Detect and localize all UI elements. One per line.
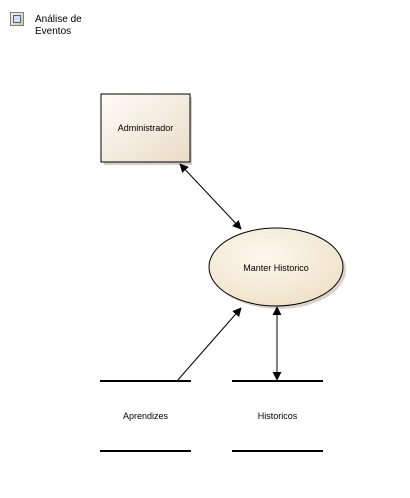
entity-box — [100, 93, 191, 163]
process-label: Manter Historico — [243, 263, 309, 273]
datastore-historicos[interactable]: Historicos — [232, 380, 323, 452]
datastore-aprendizes[interactable]: Aprendizes — [100, 380, 191, 452]
diagram-glyph — [13, 15, 21, 23]
datastore-label: Historicos — [258, 411, 298, 421]
flow-administrador-manter-historico[interactable] — [179, 163, 242, 230]
diagram-icon[interactable] — [10, 12, 24, 26]
diagram-title: Análise de Eventos — [35, 14, 82, 37]
process-manter-historico[interactable]: Manter Historico — [208, 227, 346, 309]
diagram-header: Análise de Eventos — [10, 12, 95, 38]
flow-aprendizes-manter-historico[interactable] — [176, 307, 242, 382]
entity-label: Administrador — [118, 123, 174, 133]
datastore-label: Aprendizes — [123, 411, 169, 421]
process-ellipse — [208, 227, 344, 307]
entity-administrador[interactable]: Administrador — [100, 93, 192, 165]
